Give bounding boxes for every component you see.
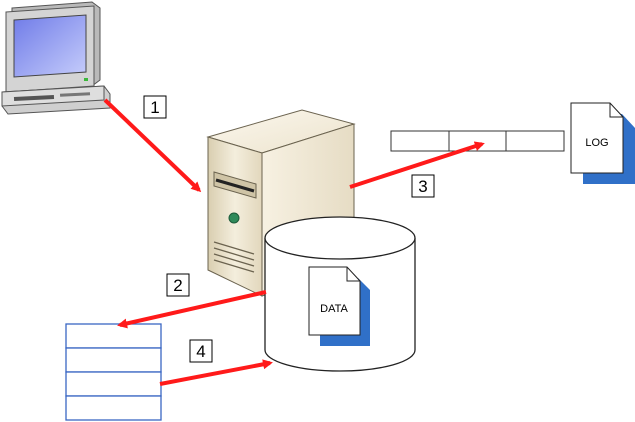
step-label-4: 4: [189, 339, 213, 363]
log-document-icon: LOG: [570, 102, 635, 184]
computer-icon: [1, 1, 111, 115]
svg-text:1: 1: [150, 98, 159, 117]
step-label-2: 2: [166, 273, 190, 297]
memory-buffer-icon: [65, 323, 162, 421]
log-document-label: LOG: [585, 137, 608, 149]
data-document-icon: DATA: [308, 266, 370, 346]
arrow-memory-buffer-to-database: [159, 359, 273, 386]
step-label-3: 3: [411, 174, 435, 198]
arrow-computer-to-server: [103, 98, 202, 193]
svg-text:3: 3: [418, 177, 427, 196]
arrows: [103, 98, 485, 386]
svg-text:4: 4: [196, 342, 205, 361]
arrow-server-to-log-buffer: [349, 141, 485, 189]
arrow-server-to-memory-buffer: [117, 290, 267, 329]
log-buffer-icon: [390, 130, 565, 152]
data-document-label: DATA: [320, 303, 348, 315]
svg-text:2: 2: [173, 276, 182, 295]
step-label-1: 1: [143, 95, 167, 119]
